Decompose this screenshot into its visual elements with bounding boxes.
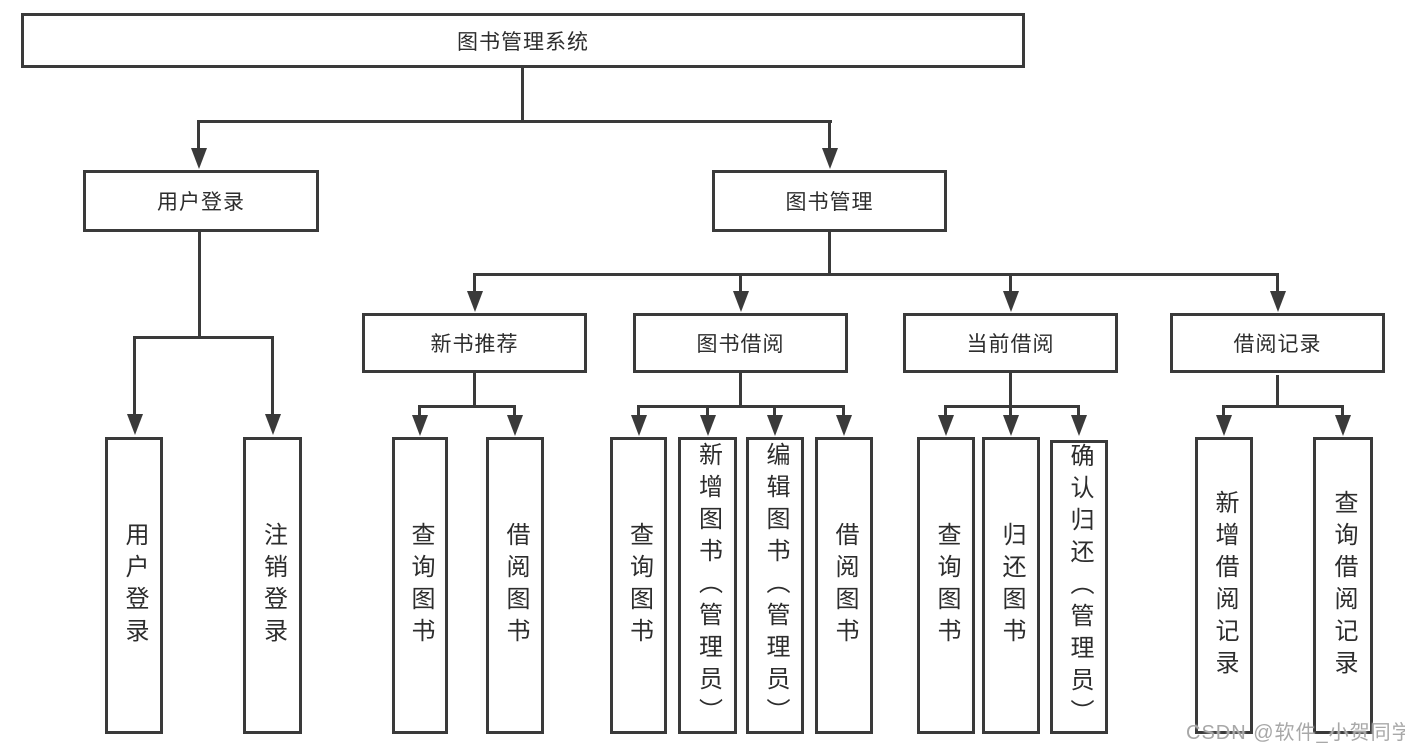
edge-book-borrow-arm [637,405,845,408]
leaf-label: 新增图书（管理员） [694,441,722,730]
down-arrow-icon [1077,405,1080,415]
leaf-label: 查询借阅记录 [1330,489,1357,682]
node-current-borrow: 当前借阅 [903,313,1118,373]
leaf-label: 借阅图书 [502,521,529,650]
leaf-return-books: 归还图书 [982,437,1040,734]
csdn-watermark: CSDN @软件_小贺同学 [1186,722,1405,744]
down-arrow-icon [1341,405,1344,415]
leaf-label: 归还图书 [998,521,1025,650]
down-arrow-icon [637,405,640,415]
leaf-query-books: 查询图书 [610,437,667,734]
edge-book-management-stem [828,232,831,276]
edge-user-login-arm [133,336,274,339]
down-arrow-icon [133,336,136,414]
leaf-label: 查询图书 [625,521,653,650]
edge-level2-arm [197,120,832,123]
down-arrow-icon [418,405,421,415]
leaf-user-login: 用户登录 [105,437,163,734]
down-arrow-icon [473,273,476,291]
down-arrow-icon [1276,273,1279,291]
down-arrow-icon [197,120,200,148]
edge-current-borrow-arm [944,405,1080,408]
down-arrow-icon [828,120,831,148]
edge-current-borrow-stem [1009,373,1012,408]
leaf-confirm-return-admin: 确认归还（管理员） [1050,440,1108,734]
leaf-logout: 注销登录 [243,437,302,734]
edge-borrow-records-arm [1222,405,1344,408]
node-library-system: 图书管理系统 [21,13,1025,68]
edge-root-stem [521,68,524,120]
down-arrow-icon [944,405,947,415]
edge-book-borrow-stem [739,373,742,408]
down-arrow-icon [706,405,709,415]
leaf-label: 新增借阅记录 [1211,489,1238,682]
leaf-query-books: 查询图书 [917,437,975,734]
down-arrow-icon [773,405,776,415]
edge-user-login-stem [198,232,201,339]
leaf-label: 用户登录 [121,521,148,650]
leaf-add-borrow-record: 新增借阅记录 [1195,437,1253,734]
leaf-label: 查询图书 [933,521,960,650]
leaf-label: 确认归还（管理员） [1066,443,1093,731]
leaf-label: 借阅图书 [831,521,858,650]
down-arrow-icon [739,273,742,291]
leaf-label: 编辑图书（管理员） [762,441,789,730]
node-book-borrow: 图书借阅 [633,313,848,373]
down-arrow-icon [271,336,274,414]
down-arrow-icon [1222,405,1225,415]
edge-new-book-arm [419,405,516,408]
edge-level3-arm [473,273,1279,276]
node-user-login: 用户登录 [83,170,319,232]
down-arrow-icon [513,405,516,415]
down-arrow-icon [1009,405,1012,415]
leaf-borrow-books: 借阅图书 [815,437,873,734]
leaf-query-books: 查询图书 [392,437,448,734]
node-book-management: 图书管理 [712,170,947,232]
leaf-edit-books-admin: 编辑图书（管理员） [746,437,804,734]
edge-new-book-stem [473,373,476,408]
leaf-query-borrow-record: 查询借阅记录 [1313,437,1373,734]
leaf-borrow-books: 借阅图书 [486,437,544,734]
leaf-add-books-admin: 新增图书（管理员） [678,437,737,734]
down-arrow-icon [842,405,845,415]
edge-borrow-records-stem [1276,375,1279,408]
leaf-label: 查询图书 [407,521,434,650]
down-arrow-icon [1009,273,1012,291]
node-new-book-recommend: 新书推荐 [362,313,587,373]
node-borrow-records: 借阅记录 [1170,313,1385,373]
leaf-label: 注销登录 [259,521,287,650]
